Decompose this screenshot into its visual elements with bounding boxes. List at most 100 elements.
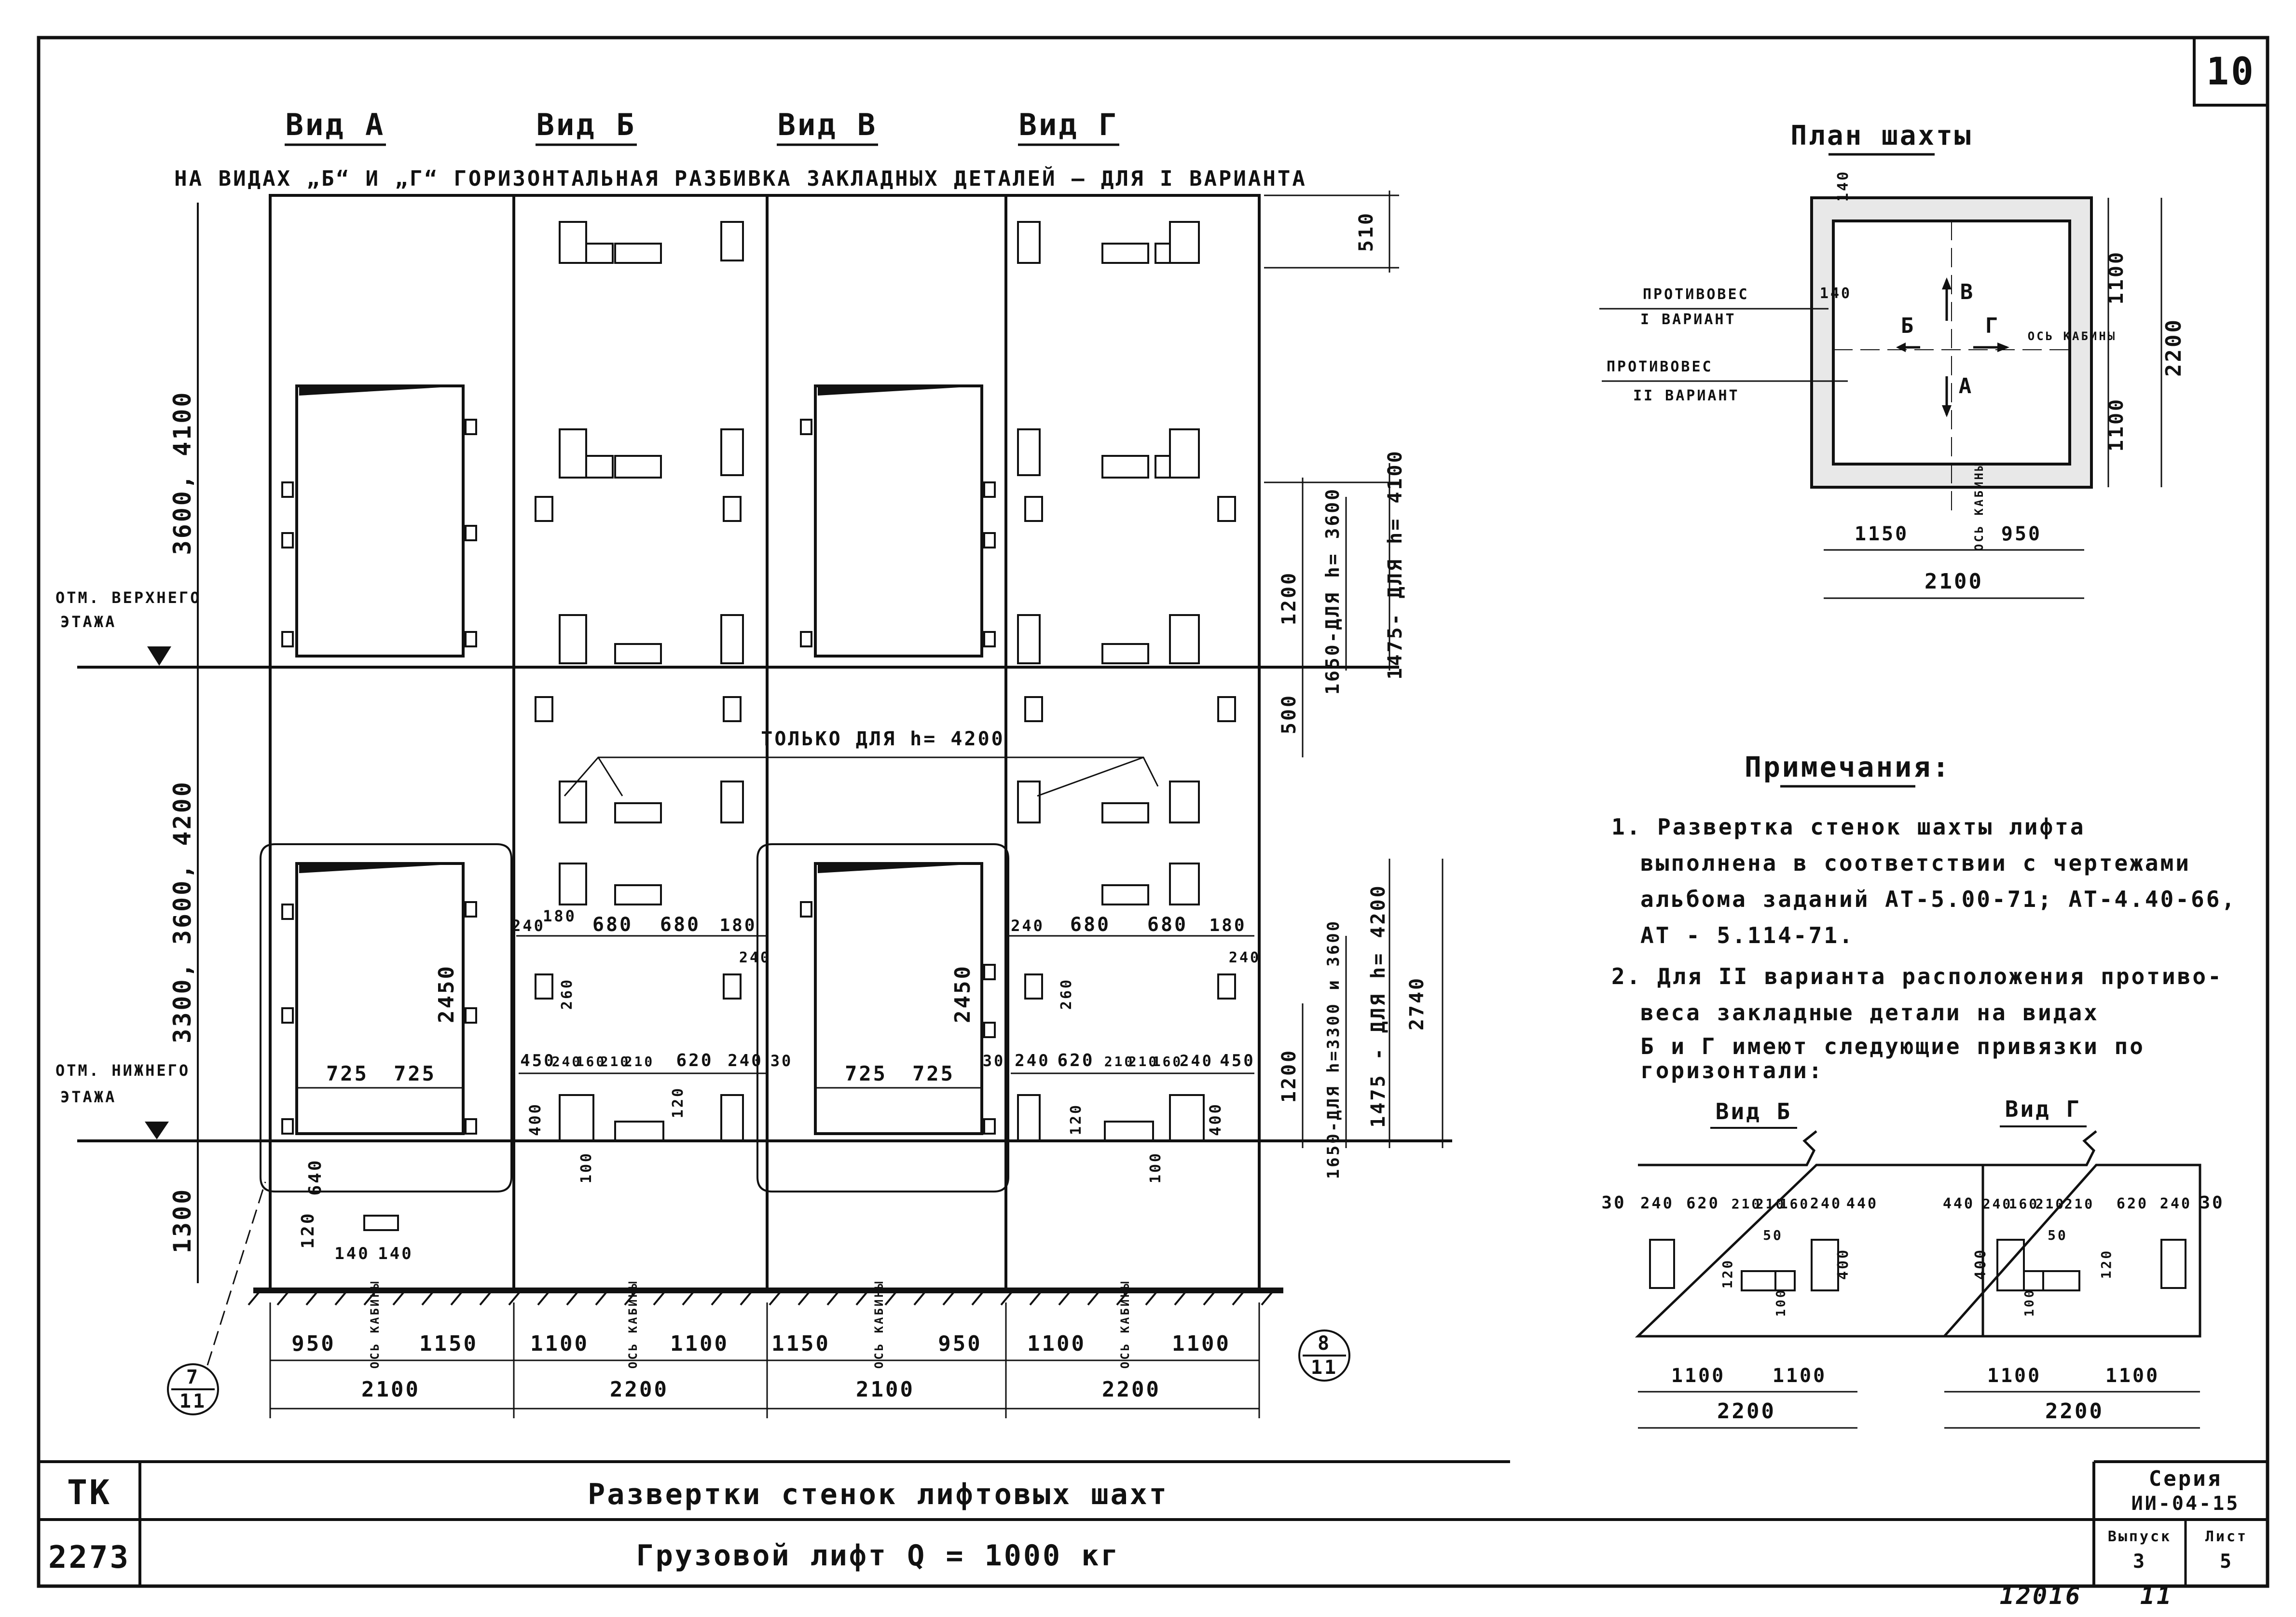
view-g-400: 400 [1206,1102,1224,1136]
note-2-line-1: 2. Для II варианта расположения противо- [1611,963,2223,989]
sheet-value: 5 [2220,1550,2233,1573]
view-b-row2-0: 450 [520,1051,555,1070]
issue-label: Выпуск [2108,1528,2172,1545]
plate-view-v-5 [983,631,996,647]
plate-view-a-11 [465,1007,477,1024]
mini-b-top-4: 210 [1756,1196,1786,1212]
archive-number: 12016 [2000,1582,2082,1610]
plate-view-b-2 [585,243,614,264]
view-b-row2-5: 620 [676,1051,713,1070]
plate-view-b-6 [585,455,614,479]
pit-floor-hatch [247,1289,1275,1306]
mini-b-120: 120 [1719,1259,1735,1289]
view-g-100: 100 [1147,1151,1164,1183]
plate-view-v-6 [800,901,812,918]
view-b-row2-3: 210 [600,1054,631,1069]
plate-view-b-8 [720,428,744,476]
height-upper-floor: 3600, 4100 [168,390,196,555]
counterweight-2-line2: II ВАРИАНТ [1633,387,1740,404]
plate-view-a-3 [281,631,294,647]
plate-view-v-4 [983,532,996,548]
mini-b-plate-1 [1649,1239,1675,1289]
views-subtitle: НА ВИДАХ „Б“ И „Г“ ГОРИЗОНТАЛЬНАЯ РАЗБИВ… [174,165,1307,191]
mini-view-g: Вид Г 440 240 160 210 210 620 240 30 50 … [1941,1096,2223,1429]
view-g-row1-3: 180 [1209,916,1246,935]
door-leaf-view-a-upper [299,386,466,656]
view-g-row2-3: 210 [1128,1054,1159,1069]
dir-a-label: А [1959,374,1974,398]
series-label: Серия [2149,1466,2222,1491]
plate-view-b-4 [720,221,744,261]
shaft-plan-title: План шахты [1790,120,1972,151]
mini-b-plate-2 [1741,1270,1776,1291]
plate-view-a-12 [465,1118,477,1135]
plate-view-b-5 [559,428,587,479]
plate-view-g-18 [1169,781,1200,823]
mini-g-top-0: 440 [1943,1195,1975,1212]
title-block: ТК 2273 Развертки стенок лифтовых шахт Г… [39,1460,2268,1586]
door-height-a: 2450 [434,964,459,1023]
right-dim-500: 500 [1278,694,1300,734]
plate-view-b-19 [559,863,587,905]
bottom-b-right: 1100 [670,1331,729,1356]
plate-view-g-4 [1169,221,1200,264]
tk-number: 2273 [48,1540,130,1576]
mini-b-top-7: 440 [1846,1195,1878,1212]
plate-view-b-18 [720,781,744,823]
title-line-2: Грузовой лифт Q = 1000 кг [636,1539,1120,1573]
view-b-row1-2: 680 [592,914,633,936]
plan-dim-2100: 2100 [1925,569,1983,594]
plate-view-b-12 [614,643,662,664]
tk-label: ТК [67,1473,111,1512]
note-2-line-4: горизонтали: [1640,1057,1824,1083]
door-portal-outline-v [756,843,1009,1192]
axis-label-a: ОСЬ КАБИНЫ [368,1280,382,1369]
only-for-h4200-leader [564,756,1159,797]
plate-view-g-25 [1169,1094,1205,1142]
bottom-a-left: 950 [291,1331,335,1356]
door-half-a-left: 725 [326,1062,369,1085]
right-dim-1650-3600: 1650-ДЛЯ h= 3600 [1322,487,1343,695]
plate-view-g-5 [1017,428,1041,476]
plate-view-v-3 [983,481,996,498]
view-v-g-dimensions: 30 30 240 680 680 180 240 260 240 620 21… [770,914,1259,1183]
bottom-a-total: 2100 [361,1377,420,1402]
arrow-g-head [1997,343,2009,352]
door-half-a-right: 725 [394,1062,436,1085]
plate-view-v-2 [800,631,812,647]
plate-view-b-10 [723,496,742,522]
door-view-a-upper [295,384,465,658]
mini-b-total: 2200 [1717,1399,1776,1424]
view-b-row2-1: 240 [552,1054,582,1069]
plate-view-b-14 [535,696,553,722]
view-b-row1-0: 240 [511,917,545,935]
plan-dim-140-top: 140 [1835,170,1852,202]
right-dim-1200-top: 1200 [1278,571,1300,625]
view-b-side-240: 240 [739,949,771,966]
sheet-number-box [2193,36,2269,107]
lower-floor-mark-line1: ОТМ. НИЖНЕГО [55,1061,190,1080]
mini-g-top-2: 160 [2009,1196,2039,1212]
mini-g-title: Вид Г [2005,1096,2081,1122]
plate-view-v-8 [983,1022,996,1038]
plate-view-b-25 [720,1094,744,1142]
door-half-v-right: 725 [912,1062,955,1085]
mini-g-plate-3 [2042,1270,2080,1291]
mini-b-top-3: 210 [1732,1196,1762,1212]
dir-v-label: В [1960,280,1975,304]
door-view-v-upper [814,384,983,658]
mini-b-outline [1635,1130,1984,1338]
drawing-frame [37,36,2269,1588]
view-b-row1-3: 680 [660,914,701,936]
right-dim-1475-4100: 1475- ДЛЯ h= 4100 [1384,449,1406,679]
note-1-line-1: 1. Развертка стенок шахты лифта [1611,814,2086,840]
view-b-row1-4: 180 [719,916,756,935]
mini-g-plate-1 [1996,1239,2025,1291]
bottom-b-total: 2200 [610,1377,669,1402]
plan-dim-1100-top: 1100 [2105,250,2128,304]
callout-7-bottom: 11 [179,1390,206,1412]
mini-g-top-5: 620 [2117,1195,2148,1212]
counterweight-1-line2: I ВАРИАНТ [1640,311,1736,328]
note-1-line-4: АТ - 5.114-71. [1640,922,1855,948]
door-leaf-view-v-upper [818,386,984,656]
